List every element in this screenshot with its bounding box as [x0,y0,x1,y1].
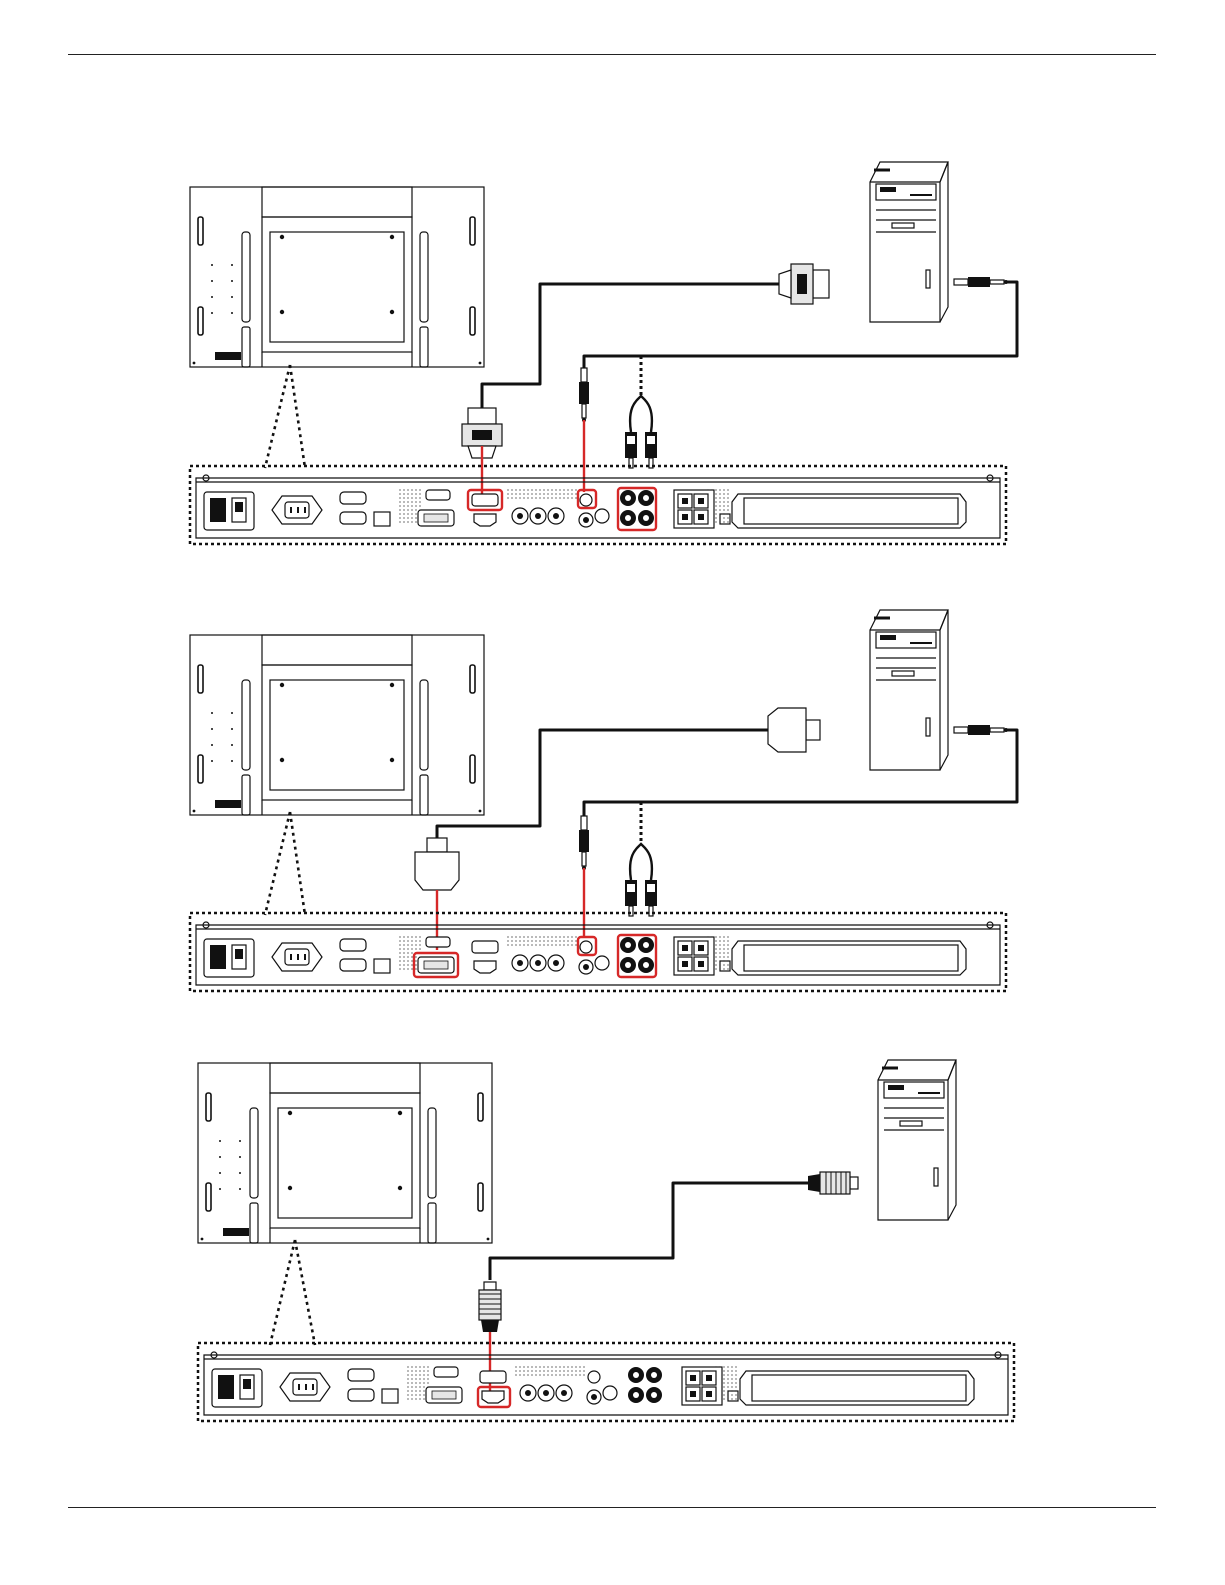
dvi-cable [437,730,800,857]
display-back-view [190,635,484,815]
hdmi-plug [479,1282,501,1332]
vga-plug [779,264,829,304]
hdmi-cable [490,1183,808,1280]
audio-jack-plug [579,816,589,870]
io-panel [198,1343,1014,1421]
display-back-view [198,1063,492,1243]
audio-jack-plug [954,277,1008,287]
display-back-view [190,187,484,367]
io-panel [190,466,1006,544]
rca-plug-pair [625,396,657,468]
io-panel [190,913,1006,991]
pc-tower [870,610,948,770]
pc-tower [878,1060,956,1220]
vga-cable [482,284,810,408]
dvi-plug [415,838,459,890]
highlight-audioIn [578,490,596,508]
rca-plug-pair [625,844,657,916]
highlight-audioIn [578,937,596,955]
hdmi-plug [808,1172,858,1194]
dvi-plug [768,708,820,752]
pc-tower [870,162,948,322]
audio-jack-plug [579,368,589,422]
zoom-guide [265,365,305,468]
zoom-guide [265,812,305,915]
zoom-guide [270,1240,315,1345]
audio-jack-plug [954,725,1008,735]
